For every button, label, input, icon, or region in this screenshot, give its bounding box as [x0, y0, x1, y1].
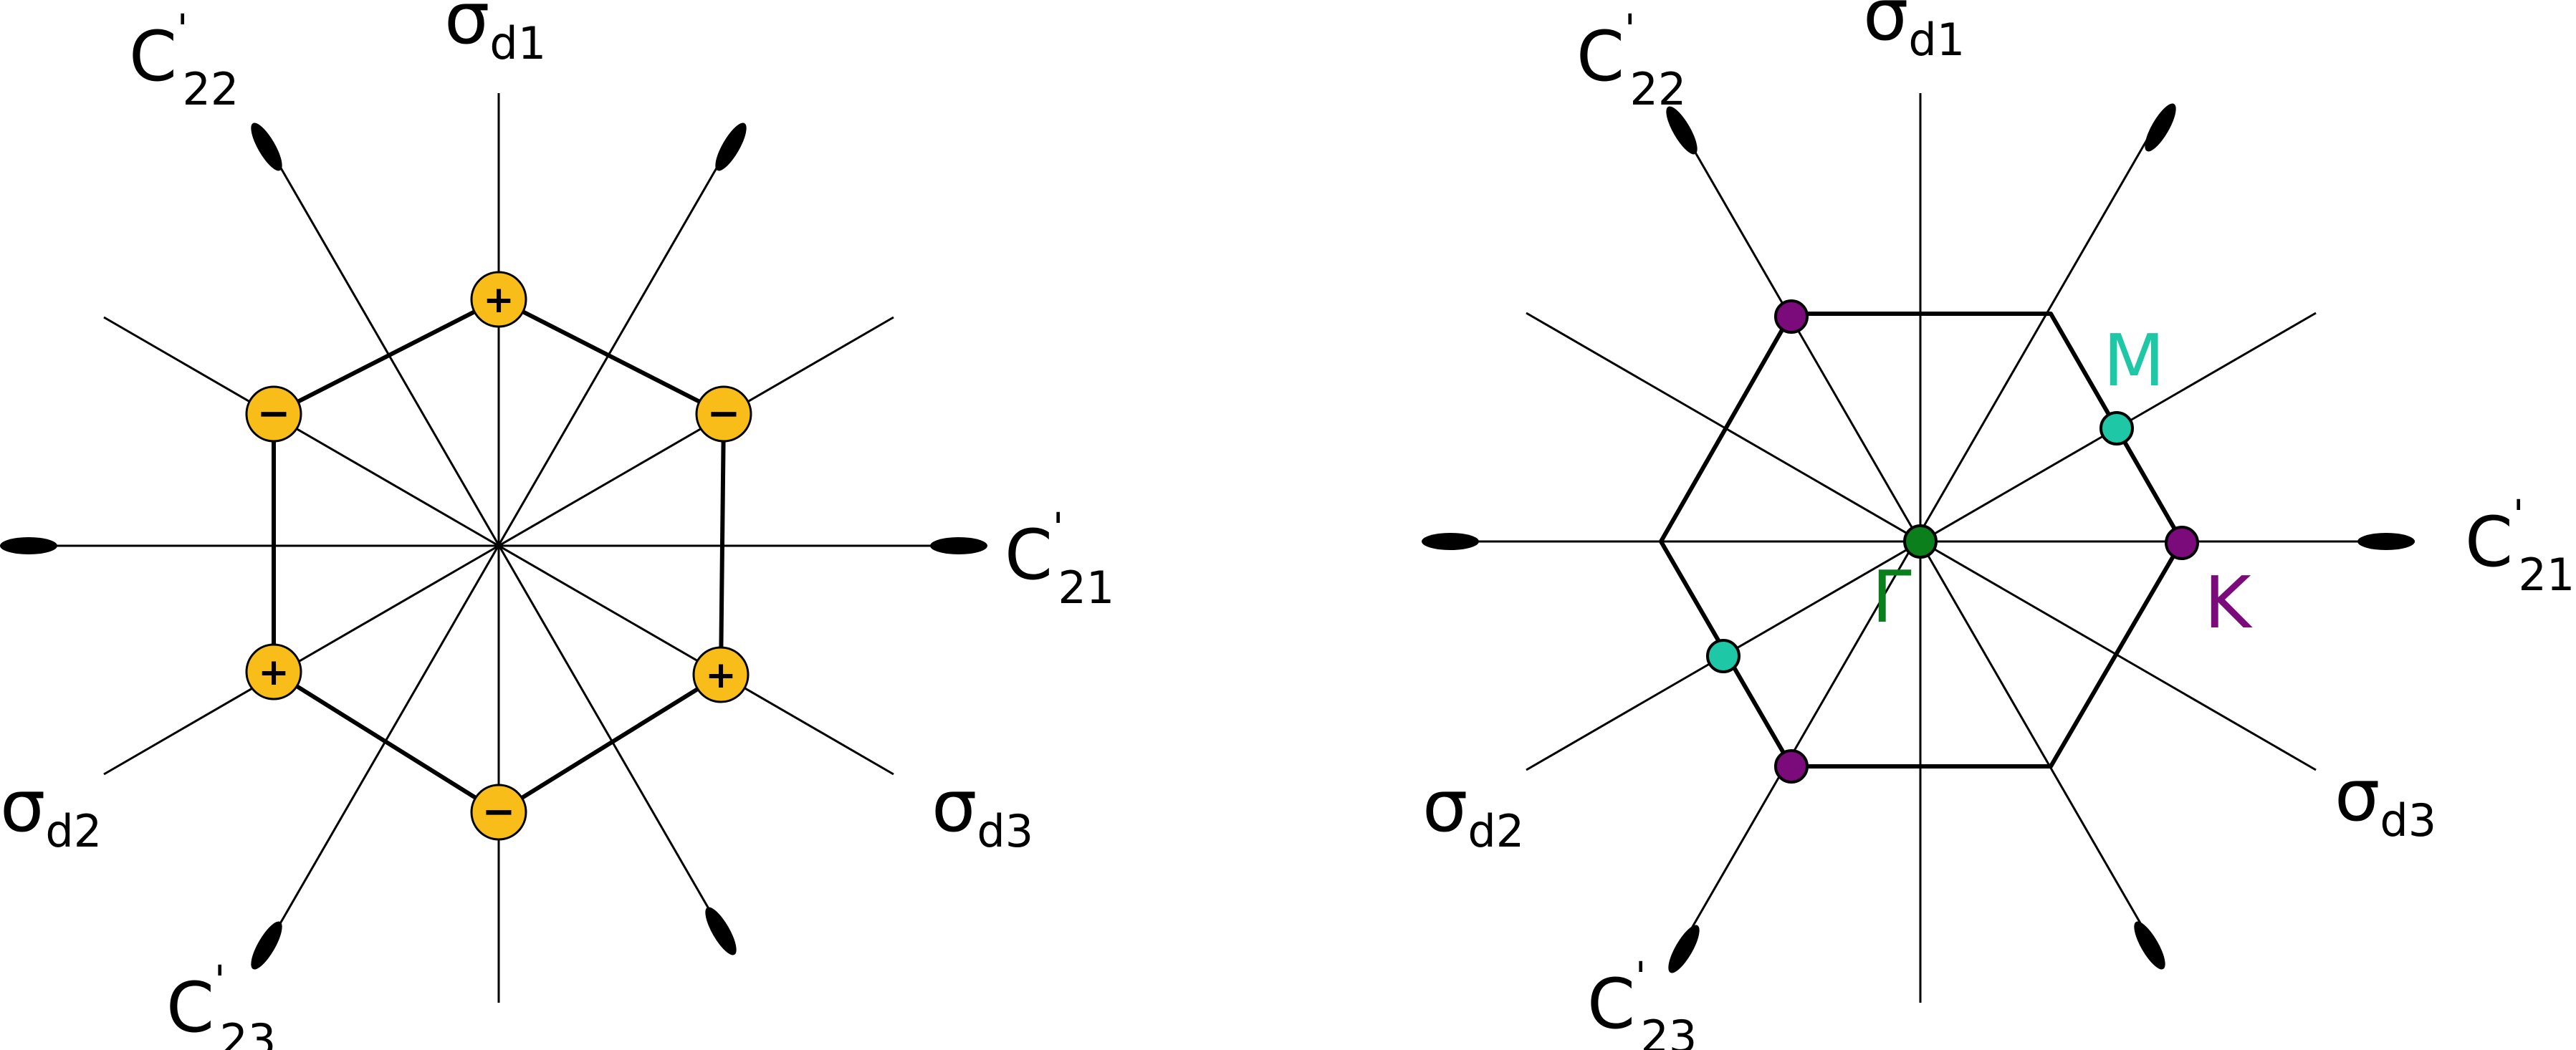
right-c2-21-left-marker	[1422, 533, 1479, 550]
right-c2-21-right-marker	[2357, 533, 2415, 550]
vertex-sign: +	[258, 651, 289, 694]
right-c2-upper-right-marker	[2145, 103, 2176, 152]
left-vertex-bottom: −	[470, 784, 527, 841]
left-c2-22-upper-marker	[251, 122, 282, 171]
left-c2-lower-right-marker	[705, 907, 737, 955]
right-m-point-lower-left	[1706, 639, 1741, 673]
right-label-sigma-d3: σd3	[2335, 753, 2436, 847]
right-k-point-lower-left	[1774, 749, 1809, 784]
right-label-c2-22: C'22	[1576, 6, 1686, 115]
vertex-sign: −	[482, 789, 516, 835]
right-gamma-point	[1903, 524, 1938, 559]
right-m-point-upper-right	[2099, 411, 2134, 445]
left-label-sigma-d1: σd1	[444, 0, 546, 69]
right-k-label: K	[2204, 561, 2253, 645]
left-c2-upper-right-marker	[715, 122, 747, 171]
right-k-point-right	[2165, 526, 2199, 560]
vertex-sign: −	[707, 390, 741, 437]
right-label-c2-23: C'23	[1587, 954, 1697, 1050]
left-vertex-lower-right: +	[692, 646, 750, 703]
right-gamma-label: Γ	[1872, 555, 1912, 639]
left-vertex-lower-left: +	[245, 643, 302, 700]
right-label-sigma-d2: σd2	[1422, 764, 1524, 857]
right-m-label: M	[2103, 319, 2165, 403]
left-label-sigma-d2: σd2	[0, 764, 102, 857]
vertex-circle	[470, 271, 527, 328]
left-label-sigma-d3: σd3	[932, 764, 1033, 857]
vertex-sign: +	[705, 654, 737, 697]
right-hexagon	[1659, 312, 2184, 769]
left-vertex-upper-right: −	[695, 385, 752, 443]
right-k-point-upper-left	[1774, 299, 1809, 334]
left-vertex-upper-left: −	[245, 385, 302, 443]
vertex-sign: +	[483, 279, 514, 322]
left-label-c2-21: C'21	[1005, 505, 1114, 614]
left-c2-21-left-marker	[0, 537, 57, 554]
vertex-circle	[695, 385, 752, 443]
vertex-circle	[692, 646, 750, 703]
vertex-sign: −	[257, 390, 291, 437]
right-c2-22-upper-marker	[1666, 106, 1698, 155]
right-diagram: Γ M K σd1 σd2 σd3 C'21 C'22 C'23	[1422, 0, 2575, 1050]
right-c2-lower-right-marker	[2134, 921, 2165, 970]
right-label-sigma-d1: σd1	[1863, 0, 1965, 66]
left-vertex-top: +	[470, 271, 527, 328]
left-label-c2-23: C'23	[166, 958, 276, 1050]
left-diagram: + − + − + − σd1 σd2 σd3 C'21 C'22 C'23	[0, 0, 1114, 1050]
right-label-c2-21: C'21	[2465, 492, 2575, 601]
left-c2-21-right-marker	[930, 537, 987, 554]
left-label-c2-22: C'22	[129, 6, 239, 115]
left-c2-22-axis	[265, 143, 725, 935]
right-c2-23-lower-marker	[1668, 925, 1700, 973]
vertex-circle	[245, 643, 302, 700]
vertex-circle	[470, 784, 527, 841]
left-c2-23-axis	[272, 143, 732, 935]
left-c2-23-lower-marker	[251, 921, 282, 970]
vertex-circle	[245, 385, 302, 443]
